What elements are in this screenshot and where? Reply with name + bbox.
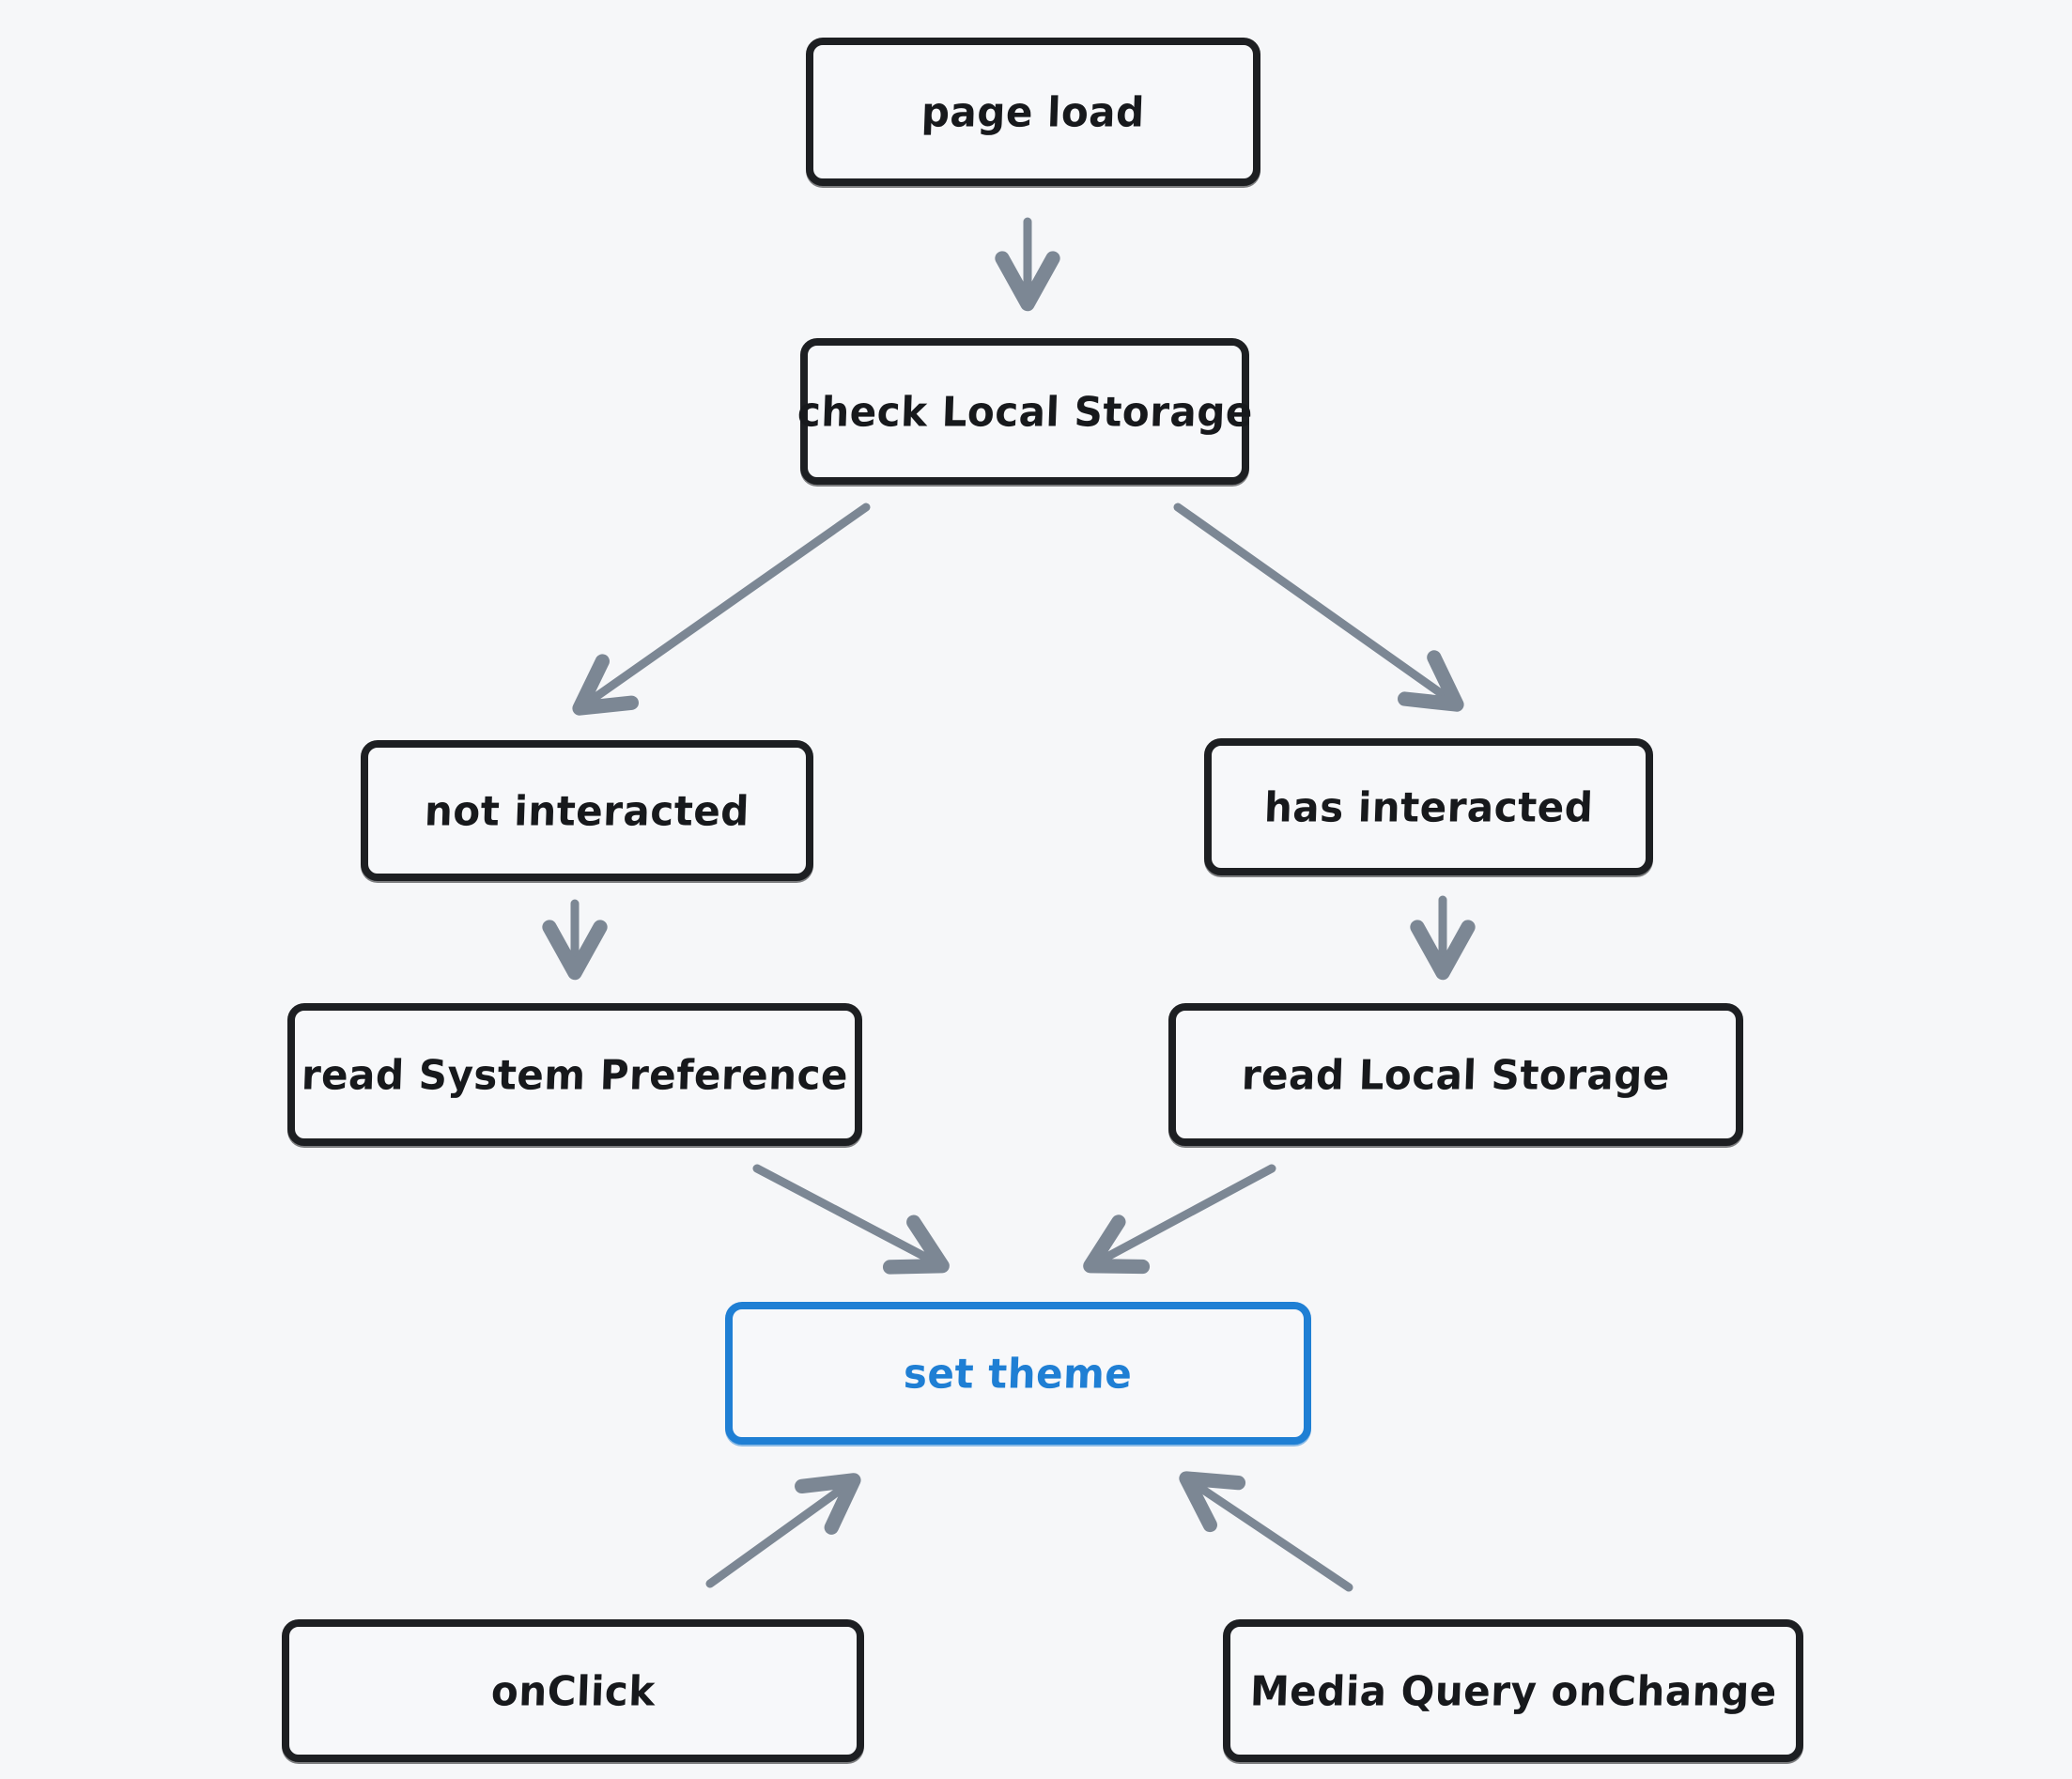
- node-on-click[interactable]: onClick: [282, 1619, 864, 1762]
- node-not-interacted-label: not interacted: [424, 786, 750, 835]
- node-read-system-preference-label: read System Preference: [301, 1050, 849, 1099]
- node-set-theme[interactable]: set theme: [725, 1302, 1311, 1445]
- node-set-theme-label: set theme: [903, 1349, 1134, 1398]
- node-check-local-storage-label: check Local Storage: [796, 387, 1254, 436]
- edge-media-query-on-change-to-set-theme: [1179, 1471, 1353, 1592]
- node-has-interacted-label: has interacted: [1262, 782, 1595, 831]
- node-has-interacted[interactable]: has interacted: [1204, 738, 1653, 875]
- node-on-click-label: onClick: [489, 1666, 657, 1715]
- node-read-local-storage-label: read Local Storage: [1241, 1050, 1671, 1099]
- node-page-load-label: page load: [920, 87, 1146, 136]
- edge-on-click-to-set-theme: [705, 1473, 861, 1588]
- node-read-system-preference[interactable]: read System Preference: [287, 1003, 862, 1146]
- node-read-local-storage[interactable]: read Local Storage: [1168, 1003, 1743, 1146]
- edge-read-system-preference-to-set-theme: [752, 1164, 950, 1275]
- node-media-query-on-change-label: Media Query onChange: [1248, 1666, 1778, 1715]
- node-media-query-on-change[interactable]: Media Query onChange: [1223, 1619, 1803, 1762]
- node-page-load[interactable]: page load: [806, 38, 1260, 186]
- edge-read-local-storage-to-set-theme: [1083, 1164, 1276, 1275]
- node-not-interacted[interactable]: not interacted: [361, 740, 813, 881]
- edge-check-local-storage-to-has-interacted: [1173, 503, 1464, 712]
- edge-check-local-storage-to-not-interacted: [572, 503, 871, 716]
- node-check-local-storage[interactable]: check Local Storage: [796, 338, 1253, 485]
